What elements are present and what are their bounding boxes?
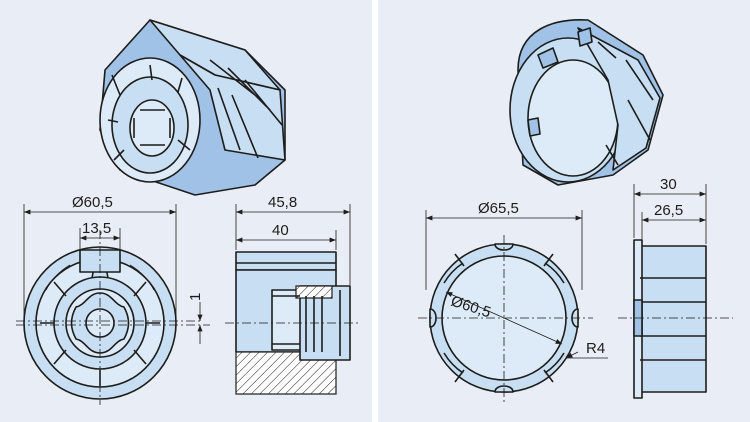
left-drawing-panel: Ø60,5 13,5 1 45,8 40 <box>0 0 372 422</box>
dim-label-outer-diameter: Ø60,5 <box>72 194 113 211</box>
dim-ring-body-length: 26,5 <box>641 202 706 240</box>
dim-center-offset: 1 <box>187 293 204 344</box>
dim-label-ring-outer-diameter: Ø65,5 <box>478 200 519 217</box>
dim-label-center-offset: 1 <box>187 293 204 301</box>
adapter-side-view <box>225 251 360 395</box>
ring-3d-view <box>509 19 664 186</box>
dim-label-ring-body-length: 26,5 <box>654 202 683 219</box>
left-technical-drawing: Ø60,5 13,5 1 45,8 40 <box>16 19 360 405</box>
dim-label-body-length: 40 <box>272 222 289 239</box>
dim-slot-width: 13,5 <box>79 220 121 268</box>
dim-label-overall-length: 45,8 <box>268 194 297 211</box>
adapter-3d-view <box>99 19 286 196</box>
dim-ring-outer-diameter: Ø65,5 <box>425 200 583 290</box>
dim-corner-radius: R4 <box>565 340 608 359</box>
dim-outer-diameter: Ø60,5 <box>23 194 177 330</box>
dim-body-length: 40 <box>236 222 337 250</box>
dim-label-ring-overall-length: 30 <box>660 176 677 193</box>
ring-side-view <box>618 239 733 399</box>
right-technical-drawing: Ø65,5 Ø60,5 R4 30 26,5 <box>418 19 733 402</box>
dim-ring-overall-length: 30 <box>633 176 707 244</box>
dim-label-corner-radius: R4 <box>586 340 605 357</box>
right-drawing-panel: Ø65,5 Ø60,5 R4 30 26,5 <box>378 0 750 422</box>
dim-label-slot-width: 13,5 <box>82 220 111 237</box>
adapter-front-view <box>16 230 210 405</box>
